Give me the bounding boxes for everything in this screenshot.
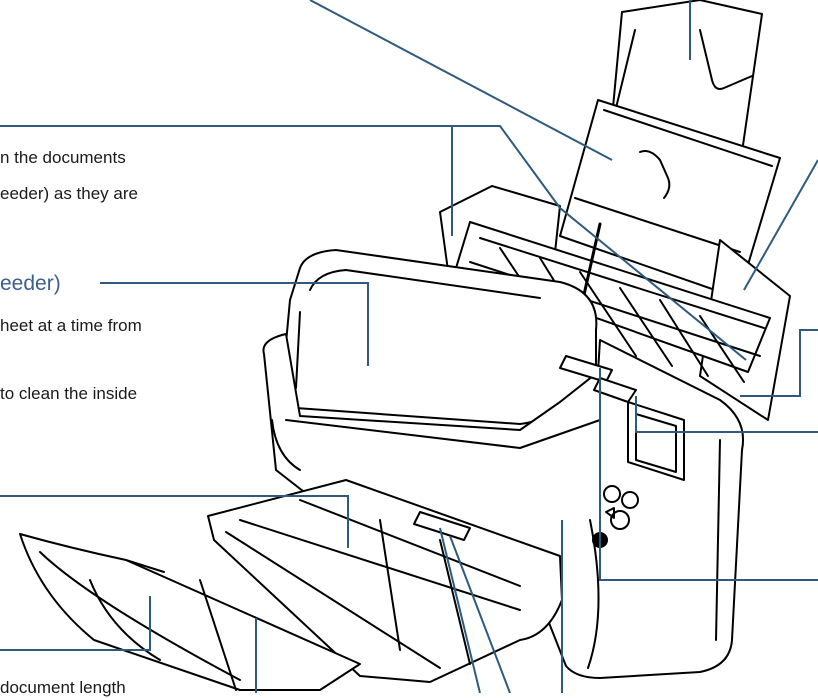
leader-paper-chute (309, 0, 613, 161)
leader-stopper-a (439, 527, 481, 693)
panel-button-2 (621, 491, 639, 509)
scanner-body (262, 333, 744, 679)
adf-description-line-1: heet at a time from (0, 316, 142, 335)
leader-stacker (0, 495, 349, 548)
hopper-description-line-2: eeder) as they are (0, 184, 138, 203)
stacker-stopper (413, 511, 471, 541)
leader-hopper (0, 125, 747, 361)
bottom-description: document length (0, 678, 126, 697)
leader-panel (599, 368, 818, 581)
leader-stopper-b (449, 535, 511, 693)
leader-right-top (743, 159, 818, 291)
leader-adf (100, 282, 369, 366)
stacker-extension (19, 533, 361, 691)
leader-lcd (635, 396, 818, 433)
hopper-description-line-1: n the documents (0, 148, 126, 167)
leader-right-guide (740, 329, 818, 397)
adf-description-line-2: to clean the inside (0, 384, 138, 403)
panel-button-1 (603, 485, 621, 503)
panel-button-3 (610, 510, 630, 530)
leader-stacker-ext (0, 596, 151, 651)
adf-heading: eeder) (0, 272, 61, 295)
lcd-display (627, 401, 685, 481)
